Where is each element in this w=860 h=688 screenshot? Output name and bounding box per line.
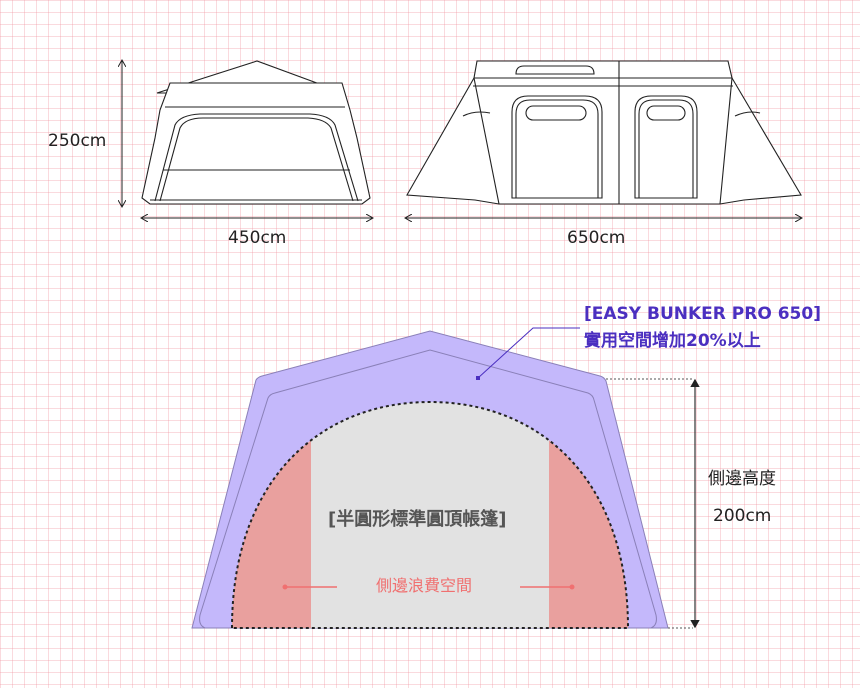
dome-label: [半圓形標準圓頂帳篷] xyxy=(328,509,507,530)
product-leader-line xyxy=(477,327,580,379)
waste-label: 側邊浪費空間 xyxy=(376,576,473,595)
dome-outline xyxy=(230,400,630,629)
side-height-label: 側邊高度 xyxy=(708,469,776,489)
bunker-inner-line xyxy=(199,349,657,629)
side-height-value: 200cm xyxy=(713,506,772,526)
width-label-450: 450cm xyxy=(228,228,287,248)
tent-side-view xyxy=(406,60,802,205)
waste-pointer-right xyxy=(569,584,575,590)
tent-front-view xyxy=(141,60,371,205)
product-claim: 實用空間增加20%以上 xyxy=(584,331,761,351)
product-label: [EASY BUNKER PRO 650] xyxy=(584,304,821,324)
width-label-650: 650cm xyxy=(567,228,626,248)
height-label-250: 250cm xyxy=(48,131,107,151)
waste-pointer-left xyxy=(282,584,288,590)
